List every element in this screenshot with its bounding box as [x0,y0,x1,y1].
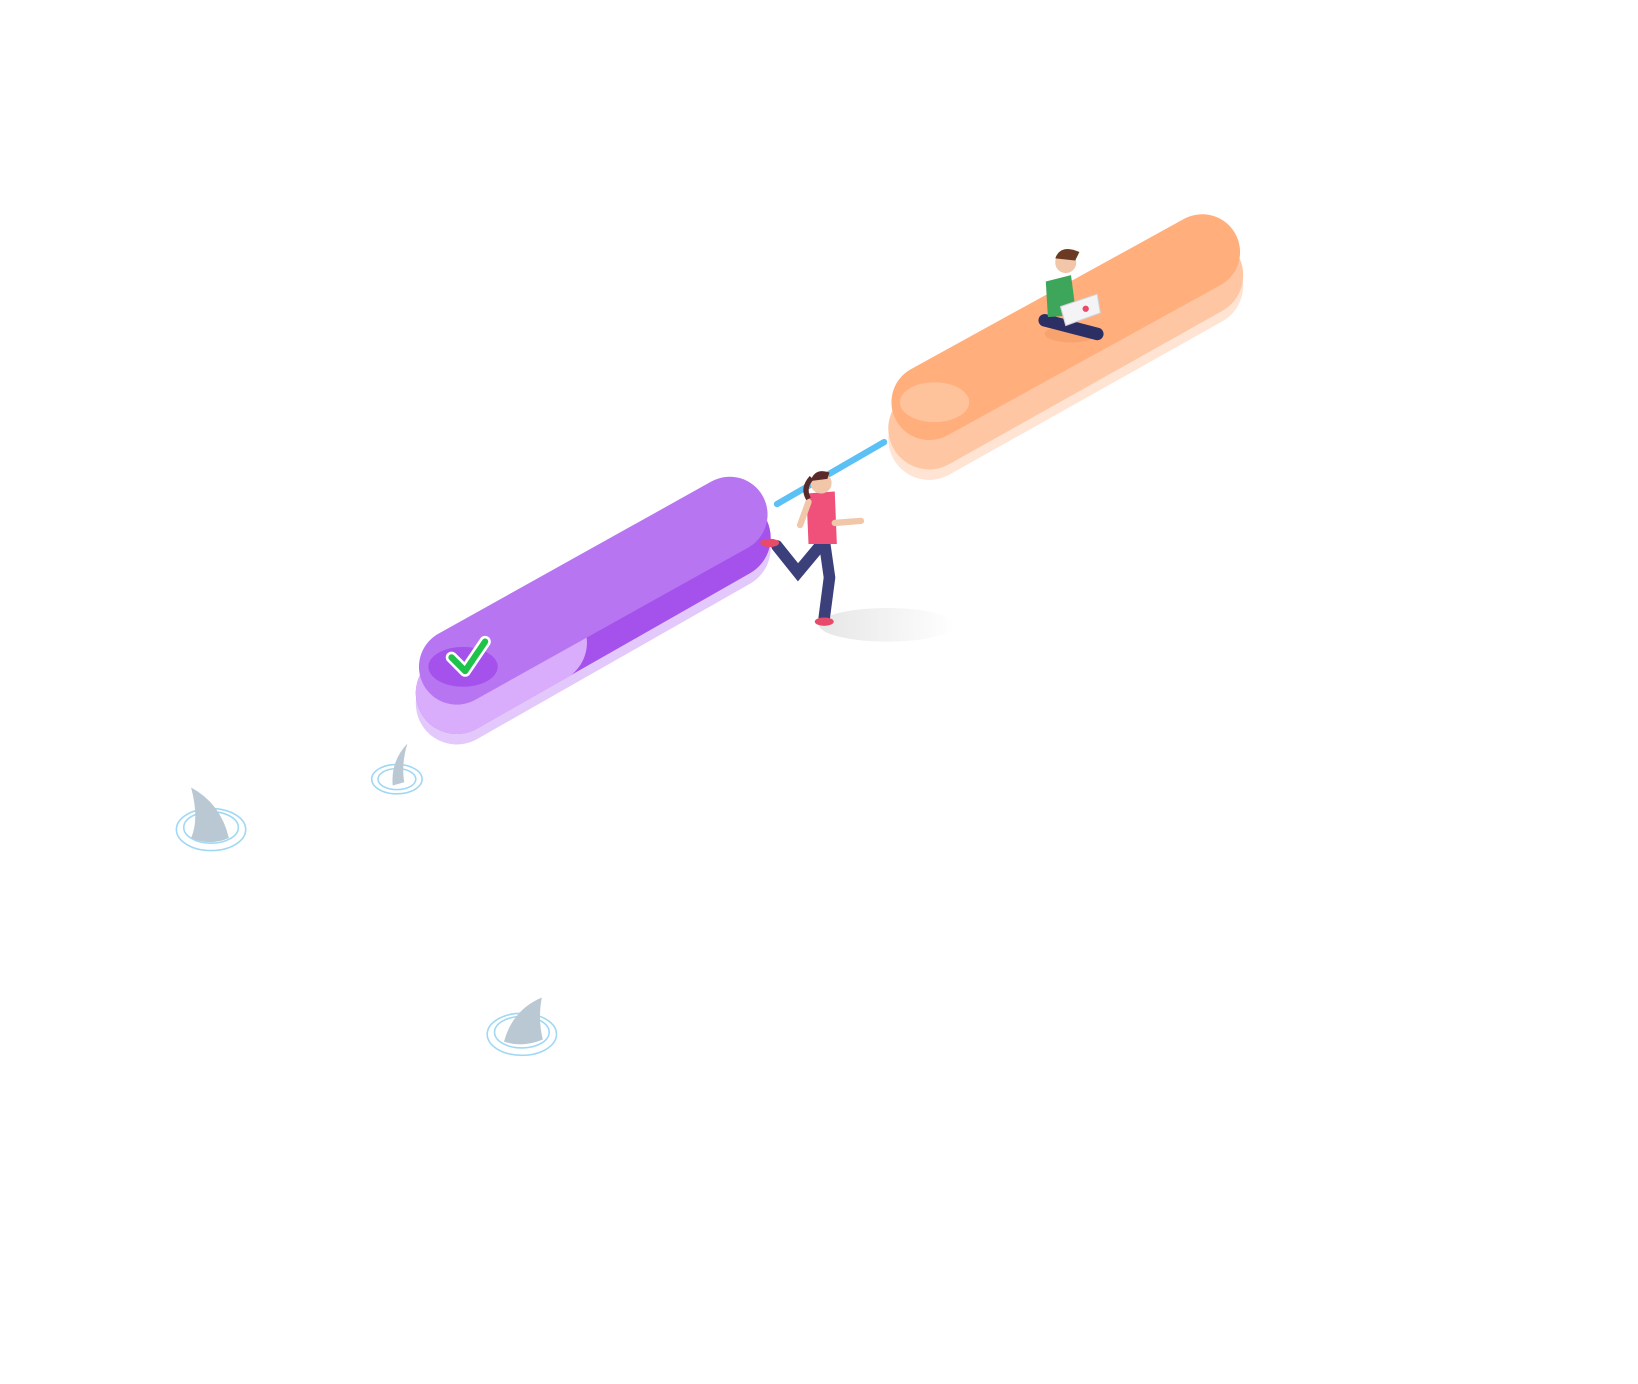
laptop-icon [1059,293,1101,327]
rope [773,438,888,508]
orange-platform [888,214,1244,480]
person-with-laptop [1038,248,1104,343]
empty-socket [899,382,970,423]
shark-fin-icon [370,743,423,795]
shark-fin-icon [175,787,247,852]
shark-fin-icon [486,997,558,1057]
person-running [760,471,956,642]
purple-platform [415,476,771,745]
